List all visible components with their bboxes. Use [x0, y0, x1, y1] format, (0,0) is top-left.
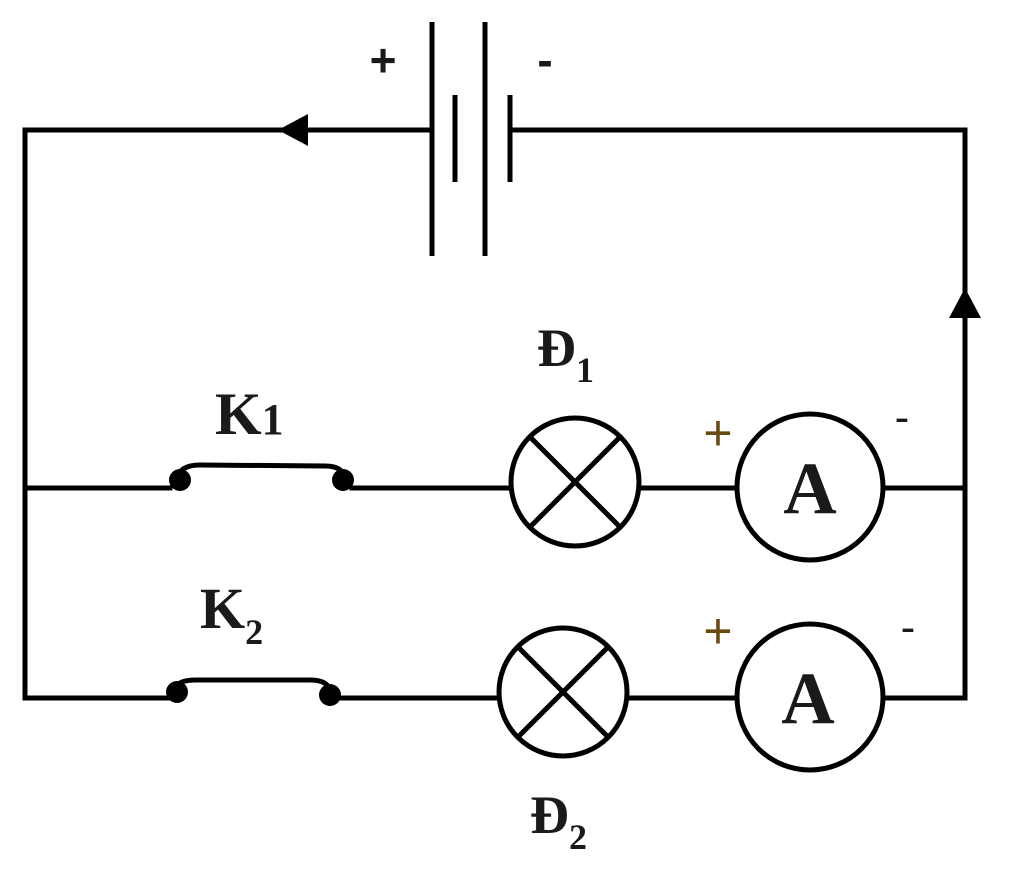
lamp-d1-label-sub: 1: [576, 350, 594, 390]
lamp-d1-cross-b: [528, 435, 622, 529]
switch-k2-blade: [172, 677, 334, 694]
ammeter-1-plus-sign: +: [703, 405, 732, 461]
switch-k1-blade: [175, 462, 347, 481]
battery: [429, 22, 513, 256]
switch-k1-label-main: K: [215, 381, 262, 447]
ammeter-2-minus-sign: -: [901, 603, 916, 652]
ammeter-1-minus-sign: -: [895, 393, 910, 442]
battery-plus-sign: +: [370, 34, 397, 86]
ammeter-1: A: [734, 411, 886, 563]
switch-k1-contact-right: [332, 469, 354, 491]
ammeter-2: A: [734, 621, 886, 773]
lamp-d2: [496, 625, 630, 759]
lamp-d1: [508, 415, 642, 549]
battery-minus-sign: -: [537, 34, 552, 86]
lamp-d1-label-main: Đ: [537, 318, 576, 378]
switch-k2: [166, 677, 341, 706]
switch-k1-label-sub: 1: [262, 395, 284, 444]
switch-k2-contact-right: [319, 684, 341, 706]
switch-k1-contact-left: [169, 469, 191, 491]
current-arrow-top: [278, 114, 308, 146]
lamp-d2-cross-b: [516, 645, 610, 739]
switch-k1: [169, 462, 354, 491]
lamp-d2-label-sub: 2: [569, 817, 587, 857]
switch-k1-label: K1: [215, 381, 284, 447]
current-arrow-right: [949, 288, 981, 318]
switch-k2-label: K2: [200, 576, 263, 652]
ammeter-2-letter: A: [781, 658, 834, 740]
ammeter-2-plus-sign: +: [703, 603, 732, 659]
switch-k2-label-sub: 2: [245, 612, 263, 652]
lamp-d2-label: Đ2: [530, 785, 587, 857]
lamp-d2-label-main: Đ: [530, 785, 569, 845]
switch-k2-label-main: K: [200, 576, 245, 641]
switch-k2-contact-left: [166, 681, 188, 703]
lamp-d1-label: Đ1: [537, 318, 594, 390]
ammeter-1-letter: A: [783, 448, 836, 530]
